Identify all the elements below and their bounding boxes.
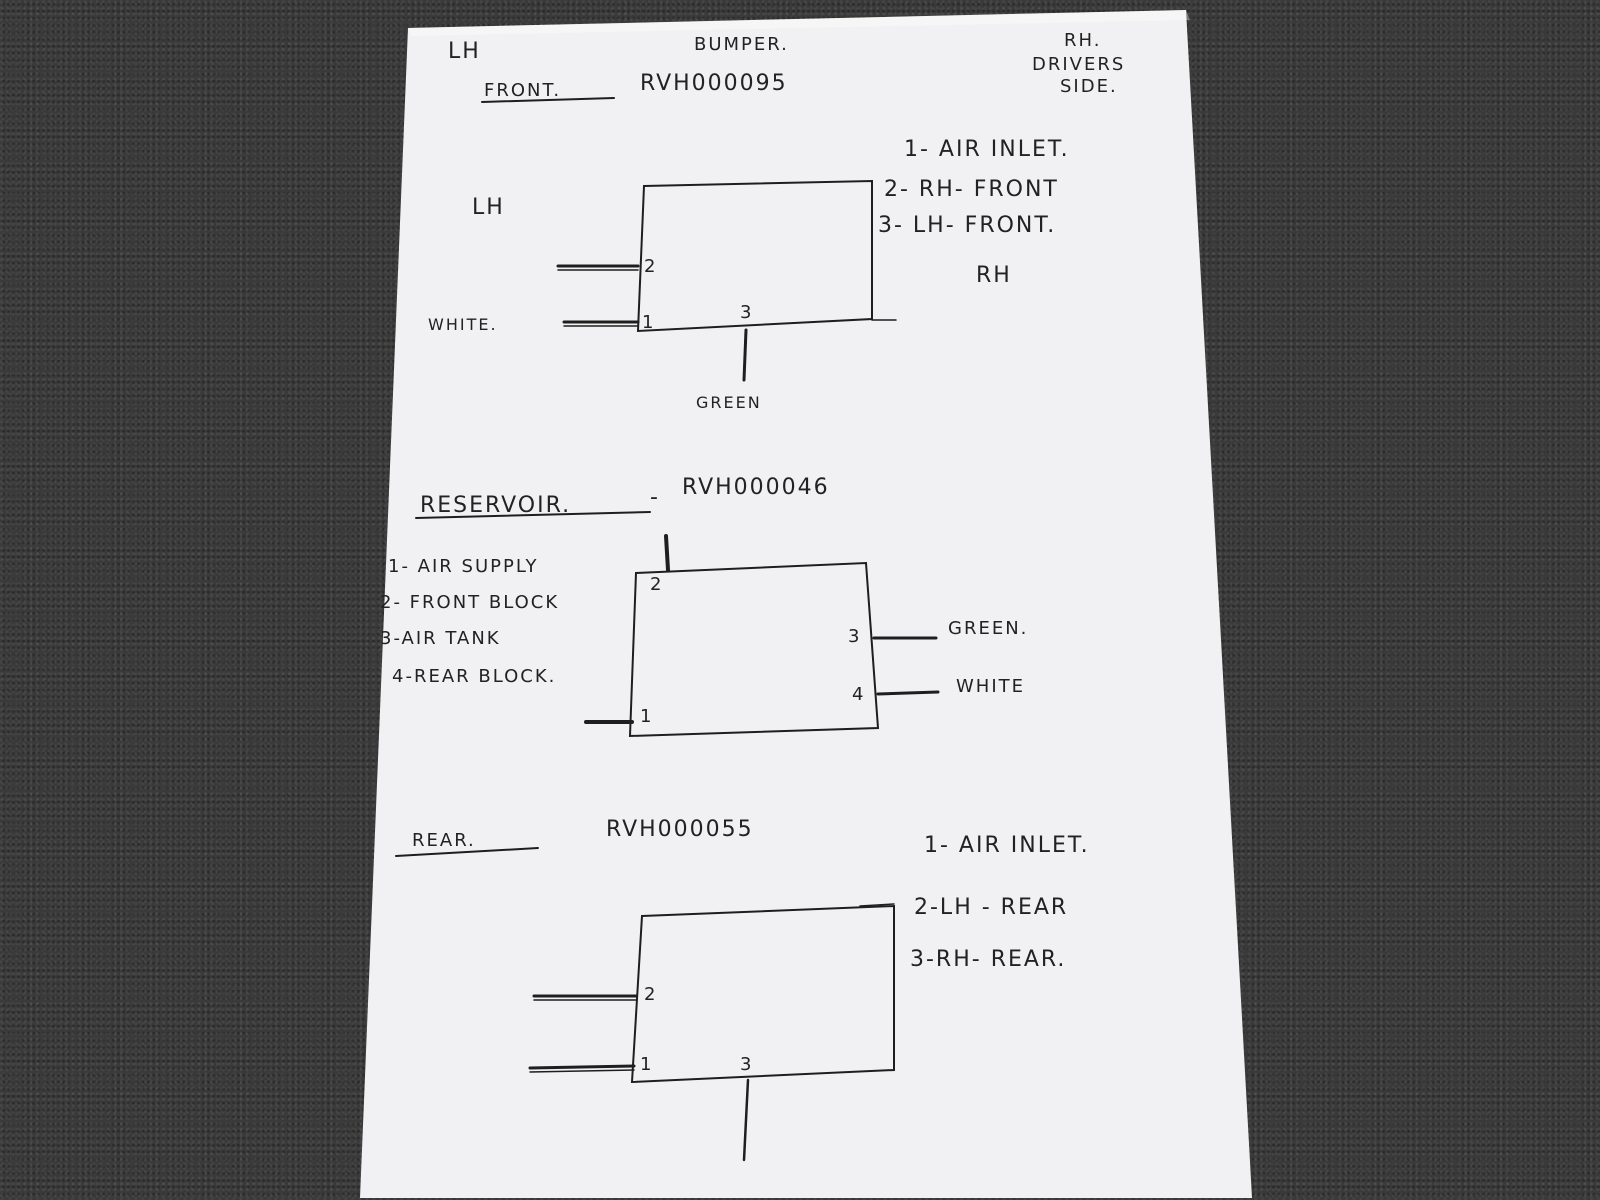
reservoir-port-1-label: 1 <box>640 706 651 727</box>
front-part-number: RVH000095 <box>640 71 788 96</box>
front-wire-white: WHITE. <box>428 315 498 334</box>
front-wire-green: GREEN <box>696 393 762 412</box>
front-block-box <box>636 179 873 333</box>
rear-part-number: RVH000055 <box>606 817 754 842</box>
front-port-3-label: 3 <box>740 302 751 323</box>
front-title: FRONT. <box>484 80 561 101</box>
rear-port-1-pipe-b <box>529 1069 635 1073</box>
header-rh-line1: RH. <box>1064 30 1101 51</box>
rear-title: REAR. <box>412 830 476 851</box>
header-rh-line2: DRIVERS <box>1032 54 1125 75</box>
rear-top-right-stub <box>859 903 895 907</box>
rear-legend-2: 2-LH - REAR <box>914 895 1068 920</box>
paper-shadow <box>408 10 1190 36</box>
rear-legend-1: 1- AIR INLET. <box>924 833 1090 858</box>
reservoir-port-2-pipe <box>664 534 670 572</box>
reservoir-legend-4: 4-REAR BLOCK. <box>392 666 556 687</box>
reservoir-box <box>628 561 880 738</box>
reservoir-legend-1: 1- AIR SUPPLY <box>388 556 538 577</box>
rear-block-box <box>630 904 895 1084</box>
rear-title-underline <box>395 847 539 857</box>
reservoir-port-3-label: 3 <box>848 626 859 647</box>
front-port-2-label: 2 <box>644 256 655 277</box>
reservoir-title: RESERVOIR. <box>420 493 571 518</box>
reservoir-legend-2: 2- FRONT BLOCK <box>380 592 559 613</box>
reservoir-wire-white: WHITE <box>956 676 1025 697</box>
reservoir-title-underline <box>415 511 651 519</box>
rear-port-2-label: 2 <box>644 984 655 1005</box>
rear-port-3-label: 3 <box>740 1054 751 1075</box>
reservoir-port-4-pipe <box>876 690 940 696</box>
front-port-3-pipe <box>742 328 748 382</box>
reservoir-port-4-label: 4 <box>852 684 863 705</box>
reservoir-legend-3: 3-AIR TANK <box>380 628 501 649</box>
reservoir-port-2-label: 2 <box>650 574 661 595</box>
front-legend-2: 2- RH- FRONT <box>884 177 1059 202</box>
front-legend-3: 3- LH- FRONT. <box>878 213 1056 238</box>
front-port-1-label: 1 <box>642 312 653 333</box>
header-rh-line3: SIDE. <box>1060 76 1118 97</box>
rear-port-1-label: 1 <box>640 1054 651 1075</box>
header-lh: LH <box>448 39 481 64</box>
rear-port-1-pipe <box>528 1064 636 1070</box>
reservoir-dash: - <box>650 485 660 510</box>
front-title-underline <box>481 97 615 103</box>
rear-legend-3: 3-RH- REAR. <box>910 947 1066 972</box>
reservoir-part-number: RVH000046 <box>682 475 830 500</box>
front-side-left: LH <box>472 195 505 220</box>
rear-port-3-pipe <box>742 1078 750 1162</box>
header-bumper: BUMPER. <box>694 34 789 55</box>
paper-sheet <box>360 10 1252 1198</box>
reservoir-wire-green: GREEN. <box>948 618 1028 639</box>
front-side-right: RH <box>976 263 1012 288</box>
front-legend-1: 1- AIR INLET. <box>904 137 1070 162</box>
